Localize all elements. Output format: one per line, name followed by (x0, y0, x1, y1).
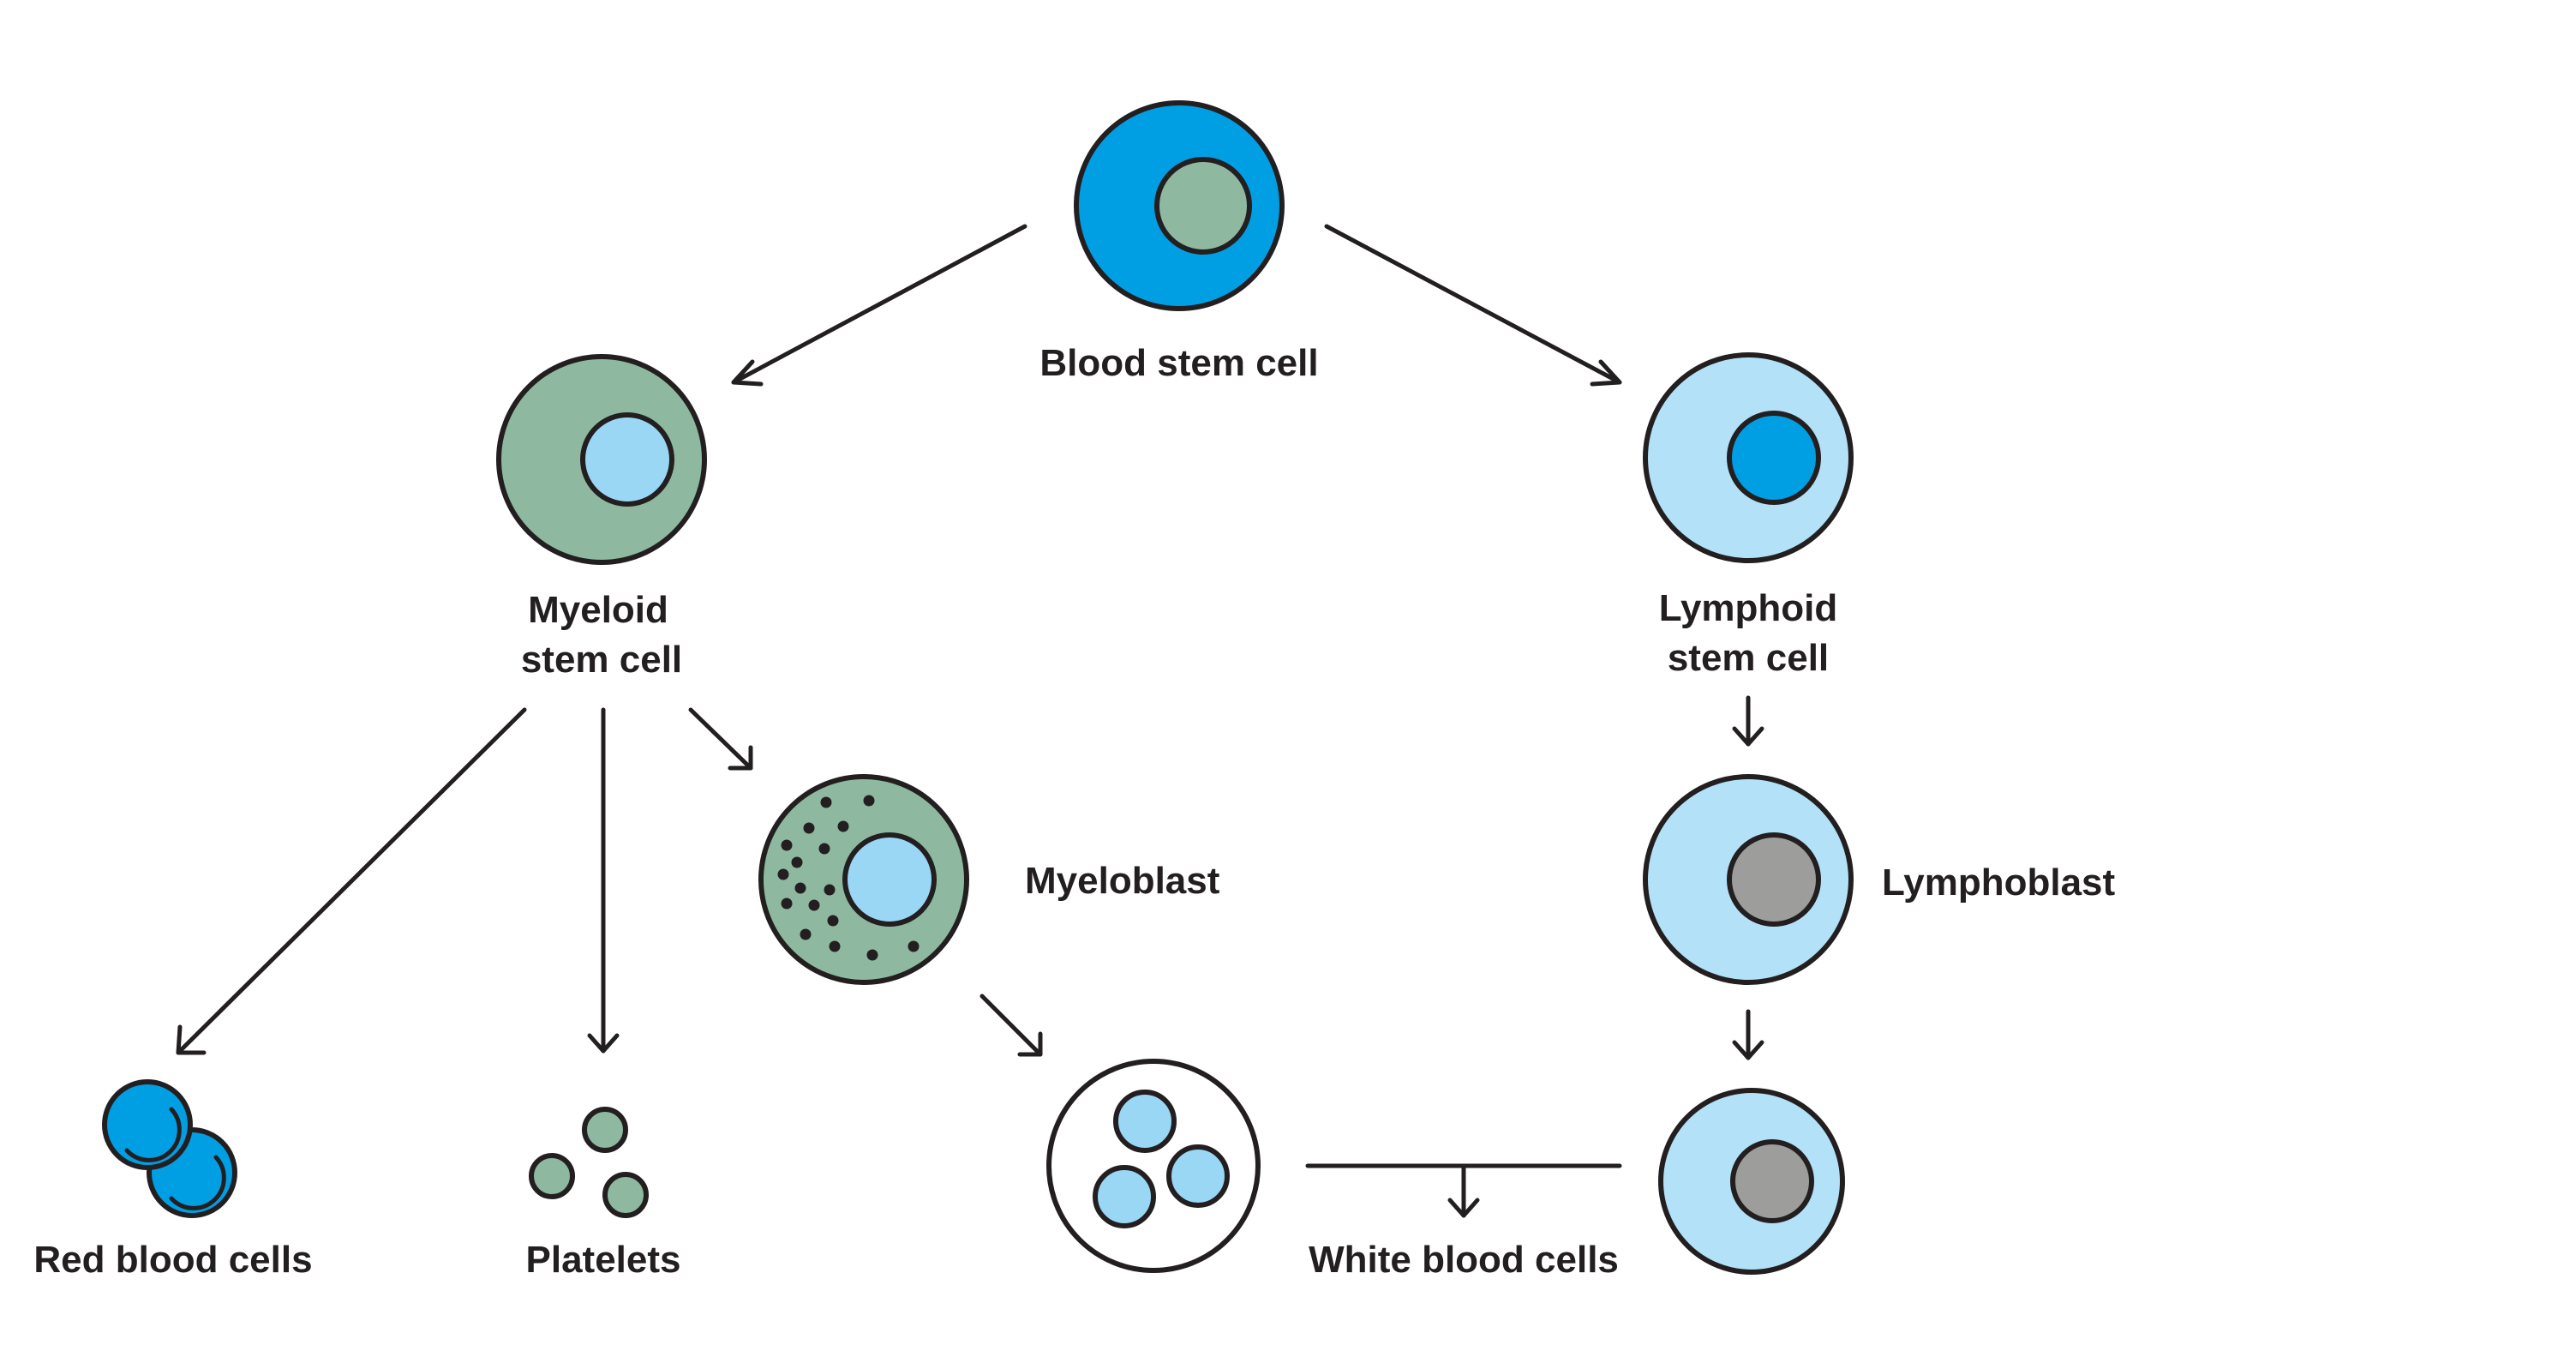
lymphoid-stem-cell-label-line1: Lymphoid (1659, 587, 1838, 629)
red-blood-cells (102, 1079, 237, 1218)
myeloblast-cell (758, 774, 969, 985)
arrow-to-myeloblast (688, 707, 753, 771)
arrow-to-lymphocyte (1732, 1009, 1764, 1060)
granulocyte-lobe (1166, 1144, 1230, 1208)
arrow-to-granulocyte (979, 994, 1043, 1057)
platelets-label: Platelets (526, 1239, 681, 1281)
lymphoid-stem-cell-nucleus (1727, 411, 1821, 505)
lymphocyte-cell (1658, 1088, 1845, 1275)
granulocyte-lobe (1113, 1090, 1177, 1153)
arrow-to-lymphoblast (1732, 695, 1764, 747)
white-blood-cells-label: White blood cells (1309, 1239, 1619, 1281)
arrow-to-myeloid (731, 224, 1027, 387)
granulocyte-lobe (1093, 1165, 1156, 1228)
platelet (529, 1153, 575, 1199)
myeloid-stem-cell-label-line2: stem cell (521, 639, 682, 681)
lymphoblast-cell (1643, 774, 1854, 985)
myeloid-stem-cell-nucleus (580, 412, 674, 507)
arrow-to-lymphoid (1324, 224, 1622, 387)
arrow-to-red-blood-cells (176, 707, 527, 1055)
lymphoblast-nucleus (1727, 832, 1821, 927)
arrow-to-platelets (587, 707, 620, 1054)
white-blood-cells-bracket (1305, 1163, 1622, 1218)
blood-stem-cell-nucleus (1154, 157, 1252, 255)
lymphocyte-nucleus (1730, 1139, 1814, 1223)
platelet (582, 1107, 628, 1153)
lymphoid-stem-cell-label-line2: stem cell (1668, 637, 1829, 679)
red-blood-cells-label: Red blood cells (33, 1239, 312, 1281)
granulocyte-cell (1046, 1059, 1261, 1273)
myeloid-stem-cell-label-line1: Myeloid (528, 589, 668, 631)
platelet (602, 1172, 649, 1218)
red-blood-cell-back-curve (169, 1155, 226, 1210)
blood-stem-cell-label: Blood stem cell (1039, 342, 1318, 384)
red-blood-cell-front-curve (124, 1107, 182, 1162)
myeloblast-granules (777, 795, 920, 961)
myeloid-stem-cell (496, 354, 707, 565)
lymphoblast-label: Lymphoblast (1882, 862, 2116, 904)
blood-stem-cell (1074, 100, 1285, 311)
myeloblast-nucleus (842, 832, 937, 927)
myeloblast-label: Myeloblast (1025, 860, 1220, 902)
lymphoid-stem-cell (1643, 352, 1854, 563)
red-blood-cell-front (102, 1079, 193, 1170)
platelets (529, 1107, 649, 1218)
